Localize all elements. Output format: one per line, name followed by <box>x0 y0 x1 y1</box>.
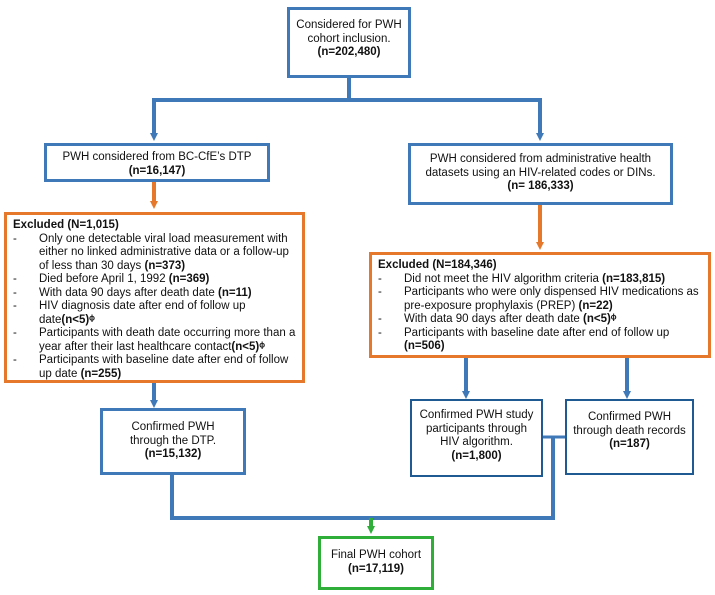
excluded-right-item: With data 90 days after death date (n<5)… <box>378 313 702 327</box>
excluded-right-item: Participants with baseline date after en… <box>378 327 702 354</box>
final-cohort-box: Final PWH cohort (n=17,119) <box>318 536 434 590</box>
admin-count: (n= 186,333) <box>507 180 574 192</box>
confirmed-dtp-count: (n=15,132) <box>144 448 202 460</box>
confirmed-death-count: (n=187) <box>609 438 650 450</box>
excluded-left-item: With data 90 days after death date (n=11… <box>13 287 296 301</box>
confirmed-death-text: Confirmed PWH through death records <box>573 411 686 437</box>
excluded-left-box: Excluded (N=1,015) Only one detectable v… <box>4 212 305 383</box>
admin-box: PWH considered from administrative healt… <box>408 143 673 205</box>
connector-merge-right <box>371 437 555 520</box>
considered-text: Considered for PWH cohort inclusion. <box>296 19 402 45</box>
dtp-count: (n=16,147) <box>128 164 186 177</box>
connector-top-right <box>349 98 544 141</box>
excluded-left-title: Excluded (N=1,015) <box>13 219 119 231</box>
excluded-left-item: Died before April 1, 1992 (n=369) <box>13 273 296 287</box>
connector-top-trunk <box>150 78 351 141</box>
confirmed-dtp-text: Confirmed PWH through the DTP. <box>129 421 217 447</box>
confirmed-dtp-box: Confirmed PWH through the DTP. (n=15,132… <box>100 408 246 475</box>
connector-merge-left <box>170 475 371 520</box>
excluded-right-box: Excluded (N=184,346) Did not meet the HI… <box>369 252 711 358</box>
considered-count: (n=202,480) <box>317 46 381 58</box>
dtp-box: PWH considered from BC-CfE’s DTP (n=16,1… <box>44 143 270 182</box>
excluded-left-item: Participants with baseline date after en… <box>13 354 296 381</box>
excluded-left-item: Only one detectable viral load measureme… <box>13 233 296 274</box>
excluded-right-item: Did not meet the HIV algorithm criteria … <box>378 273 702 287</box>
confirmed-algorithm-count: (n=1,800) <box>451 449 502 462</box>
dtp-text: PWH considered from BC-CfE’s DTP <box>62 151 252 163</box>
final-cohort-count: (n=17,119) <box>348 562 404 575</box>
confirmed-algorithm-box: Confirmed PWH study participants through… <box>410 399 543 477</box>
admin-text: PWH considered from administrative healt… <box>425 153 656 179</box>
excluded-left-item: HIV diagnosis date after end of follow u… <box>13 300 296 327</box>
confirmed-algorithm-text: Confirmed PWH study participants through… <box>419 409 534 448</box>
excluded-right-title: Excluded (N=184,346) <box>378 259 497 271</box>
excluded-left-item: Participants with death date occurring m… <box>13 327 296 354</box>
confirmed-death-box: Confirmed PWH through death records (n=1… <box>565 399 694 475</box>
considered-box: Considered for PWH cohort inclusion. (n=… <box>287 7 411 78</box>
excluded-right-item: Participants who were only dispensed HIV… <box>378 286 702 313</box>
final-cohort-text: Final PWH cohort <box>330 549 422 561</box>
